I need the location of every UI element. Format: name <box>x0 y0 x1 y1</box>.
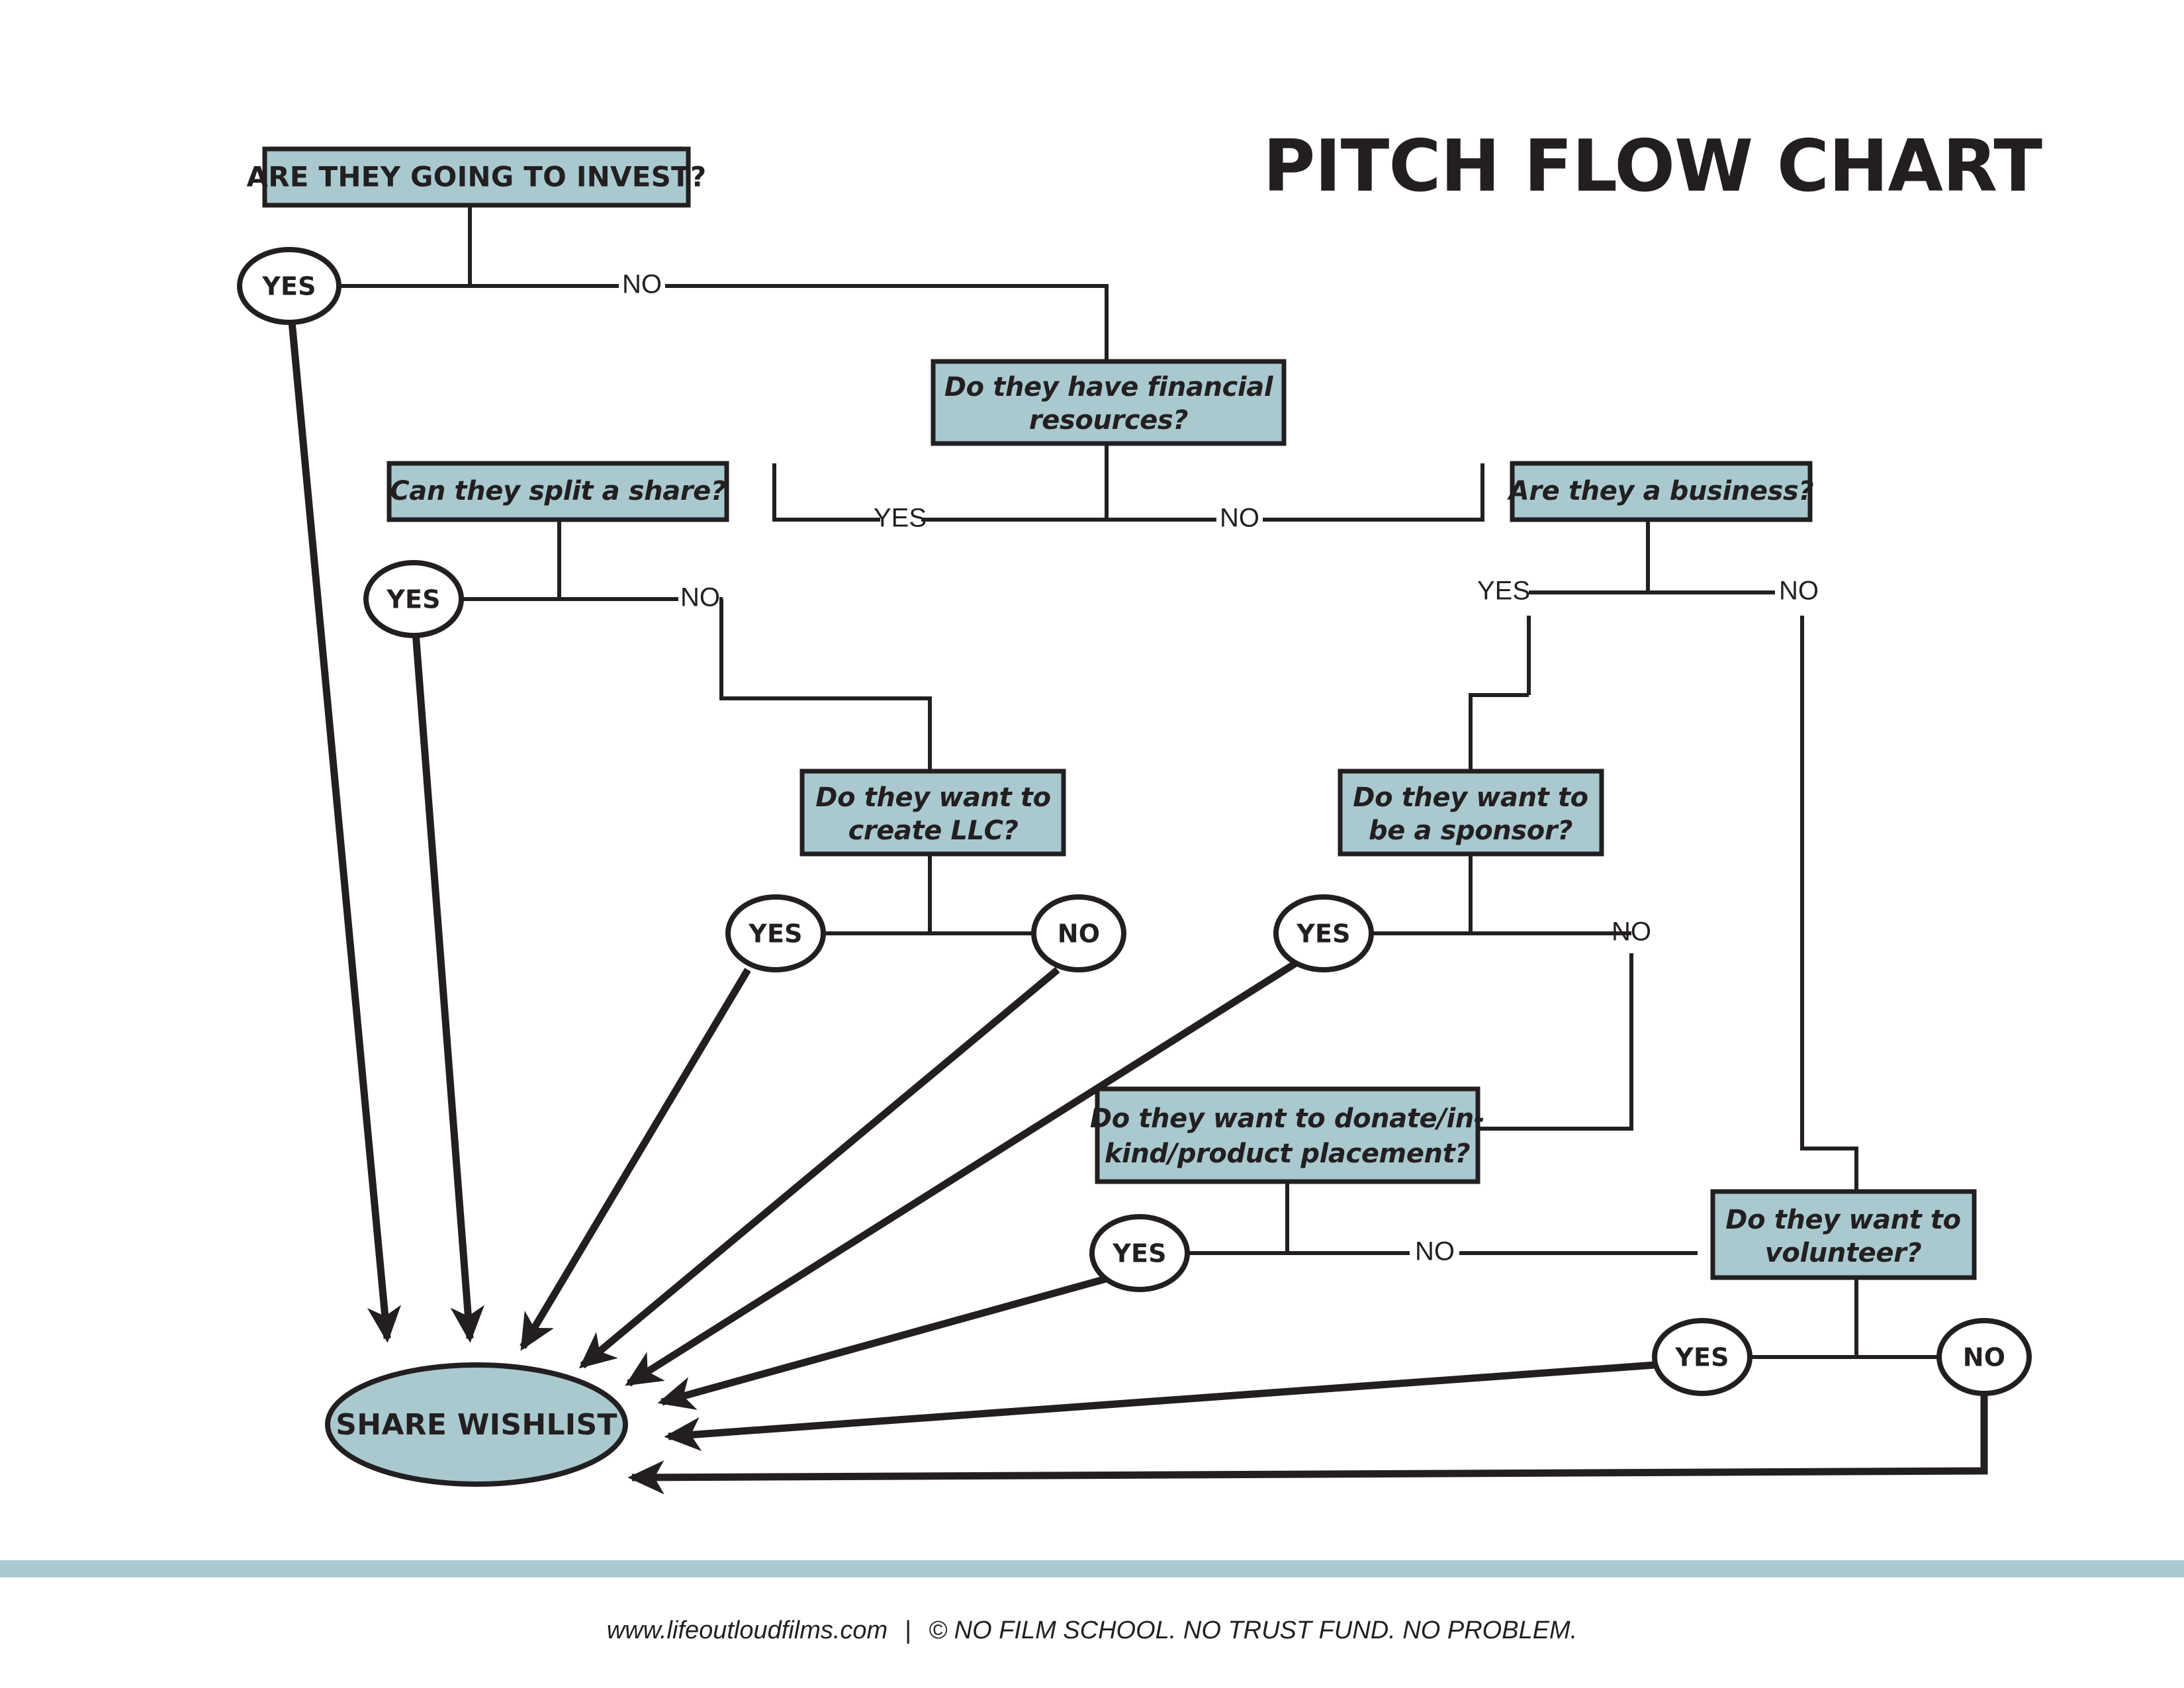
node-financial-line1: Do they have financial <box>944 372 1274 402</box>
node-split-share-label: Can they split a share? <box>390 476 726 506</box>
node-sponsor[interactable]: Do they want to be a sponsor? <box>1338 769 1604 857</box>
badge-donate-yes-label: YES <box>1112 1239 1166 1268</box>
badge-invest-yes-label: YES <box>261 272 316 301</box>
node-split-share[interactable]: Can they split a share? <box>387 461 729 522</box>
arrow-split-yes <box>412 632 484 1343</box>
footer-website[interactable]: www.lifeoutloudfilms.com <box>606 1617 888 1644</box>
badge-financial-no-label: NO <box>1220 504 1259 533</box>
badge-volunteer-no-label: NO <box>1963 1343 2006 1372</box>
node-share-wishlist-label: SHARE WISHLIST <box>336 1408 617 1442</box>
arrow-donate-yes <box>657 1274 1112 1410</box>
arrow-llc-no <box>578 966 1060 1369</box>
node-business-label: Are they a business? <box>1507 476 1814 506</box>
node-volunteer-line1: Do they want to <box>1725 1205 1960 1235</box>
node-volunteer[interactable]: Do they want to volunteer? <box>1710 1189 1977 1280</box>
arrow-llc-yes <box>520 968 751 1351</box>
node-share-wishlist[interactable]: SHARE WISHLIST <box>325 1362 628 1487</box>
node-sponsor-line1: Do they want to <box>1353 782 1588 813</box>
node-invest[interactable]: ARE THEY GOING TO INVEST? <box>247 146 707 208</box>
badge-llc-no[interactable]: NO <box>1031 894 1126 972</box>
badge-llc-yes-label: YES <box>748 919 802 949</box>
connector-lines <box>339 205 1959 1359</box>
badge-financial-yes-label: YES <box>874 504 927 533</box>
node-invest-label: ARE THEY GOING TO INVEST? <box>247 161 707 193</box>
badge-split-no-label: NO <box>680 583 720 612</box>
footer-credits: www.lifeoutloudfilms.com | © NO FILM SCHOO… <box>0 1617 2184 1645</box>
badge-donate-no-label: NO <box>1415 1237 1455 1266</box>
footer-separator: | <box>905 1617 912 1644</box>
node-volunteer-line2: volunteer? <box>1765 1238 1922 1268</box>
badge-llc-no-label: NO <box>1058 919 1101 949</box>
wishlist-arrows <box>287 314 1988 1495</box>
badge-sponsor-no-label: NO <box>1612 917 1651 947</box>
badge-sponsor-yes[interactable]: YES <box>1273 894 1374 972</box>
badge-split-yes[interactable]: YES <box>363 560 464 638</box>
node-financial-resources[interactable]: Do they have financial resources? <box>931 359 1287 446</box>
node-sponsor-line2: be a sponsor? <box>1369 816 1572 846</box>
badge-split-yes-label: YES <box>386 585 440 614</box>
arrow-volunteer-no <box>627 1383 1988 1495</box>
footer-divider-bar <box>0 1560 2184 1577</box>
badge-business-yes-label: YES <box>1477 577 1530 606</box>
node-donate-line2: kind/product placement? <box>1105 1139 1471 1169</box>
node-financial-line2: resources? <box>1029 405 1188 436</box>
footer-tagline: © NO FILM SCHOOL. NO TRUST FUND. NO PROB… <box>929 1617 1578 1644</box>
badge-volunteer-yes[interactable]: YES <box>1652 1318 1752 1396</box>
node-create-llc-line1: Do they want to <box>815 782 1050 813</box>
badge-volunteer-yes-label: YES <box>1674 1343 1729 1372</box>
badge-llc-yes[interactable]: YES <box>725 894 826 972</box>
node-create-llc-line2: create LLC? <box>848 816 1019 846</box>
badge-business-no-label: NO <box>1779 577 1819 606</box>
node-donate-line1: Do they want to donate/in- <box>1090 1103 1484 1134</box>
page-title: PITCH FLOW CHART <box>1263 125 2042 208</box>
arrow-invest-yes <box>287 314 402 1343</box>
arrow-sponsor-yes <box>625 960 1298 1387</box>
node-donate[interactable]: Do they want to donate/in- kind/product … <box>1090 1086 1484 1184</box>
badge-sponsor-yes-label: YES <box>1296 919 1350 949</box>
badge-volunteer-no[interactable]: NO <box>1936 1318 2032 1396</box>
arrow-volunteer-yes <box>664 1360 1674 1452</box>
badge-invest-yes[interactable]: YES <box>237 247 341 325</box>
node-business[interactable]: Are they a business? <box>1507 461 1814 522</box>
node-create-llc[interactable]: Do they want to create LLC? <box>799 769 1066 857</box>
badge-donate-yes[interactable]: YES <box>1089 1214 1190 1292</box>
badge-invest-no-label: NO <box>622 270 662 299</box>
